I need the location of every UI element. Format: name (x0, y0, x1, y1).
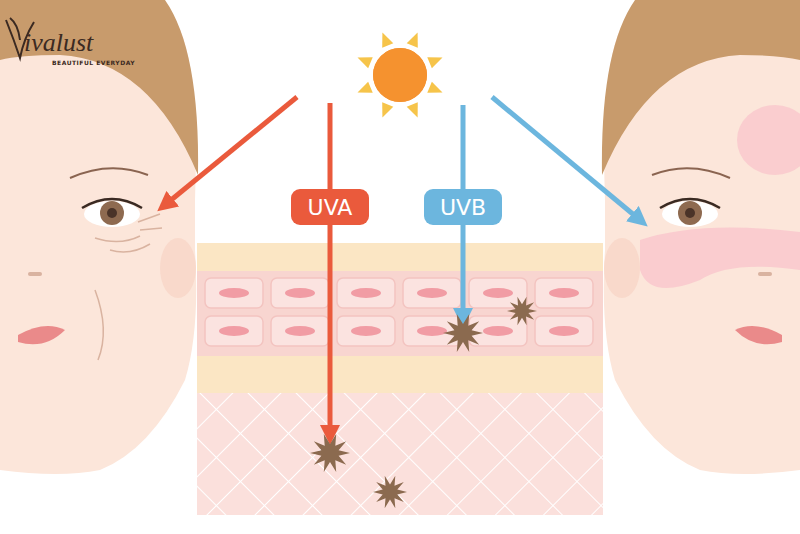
brand-tagline: BEAUTIFUL EVERYDAY (52, 60, 135, 66)
uva-ray (165, 97, 297, 205)
ray-label: UVA (291, 189, 369, 225)
ray-label: UVB (424, 189, 502, 225)
ray-name: UVB (440, 195, 486, 220)
aged-face (0, 0, 198, 474)
skin-cross-section (197, 243, 603, 515)
sunburned-face (602, 0, 800, 474)
uva-ray (328, 103, 333, 435)
sun (358, 33, 443, 118)
brand-name: ivalust (24, 30, 93, 56)
uvb-ray (492, 97, 640, 220)
damage-bursts (310, 297, 537, 509)
ray-name: UVA (308, 195, 353, 220)
